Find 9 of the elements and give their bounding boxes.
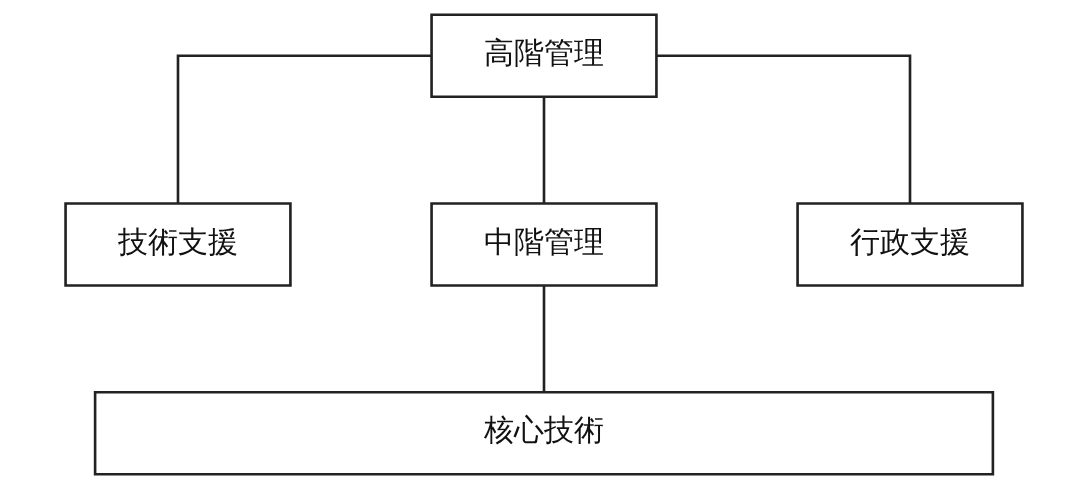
node-box: 行政支援 (795, 202, 1024, 287)
node-box: 技術支援 (63, 202, 292, 287)
connector (542, 285, 545, 392)
node-box: 高階管理 (429, 13, 658, 99)
node-box: 核心技術 (93, 390, 994, 476)
node-box: 中階管理 (429, 202, 658, 287)
connector (542, 97, 545, 204)
connector (176, 54, 431, 204)
connector (656, 54, 911, 204)
